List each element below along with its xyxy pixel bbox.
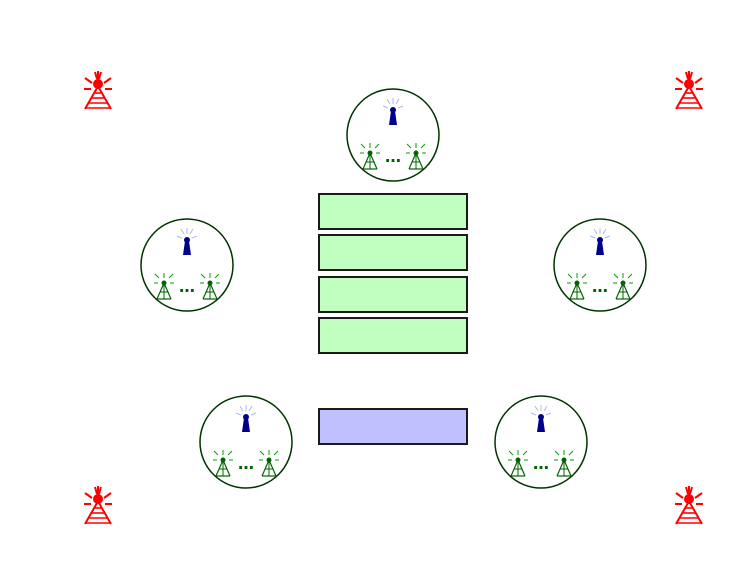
cluster-boundary bbox=[199, 395, 293, 489]
blocks-layer bbox=[318, 193, 468, 445]
cluster-bottom-right: … bbox=[494, 395, 588, 489]
radio-tower-icon bbox=[84, 486, 112, 525]
ellipsis-label: … bbox=[238, 454, 254, 473]
cluster-boundary bbox=[140, 218, 234, 312]
cluster-middle-right: … bbox=[553, 218, 647, 312]
ellipsis-label: … bbox=[385, 147, 401, 166]
head-node-icon bbox=[176, 228, 198, 255]
queue-block bbox=[318, 234, 468, 271]
queue-block bbox=[318, 193, 468, 230]
head-node-icon bbox=[382, 98, 404, 125]
ellipsis-label: … bbox=[592, 277, 608, 296]
antenna-tower-icon bbox=[154, 273, 174, 300]
main-towers-layer bbox=[84, 71, 703, 525]
radio-tower-icon bbox=[675, 486, 703, 525]
antenna-tower-icon bbox=[200, 273, 220, 300]
antenna-tower-icon bbox=[259, 450, 279, 477]
head-node-icon bbox=[235, 405, 257, 432]
radio-tower-icon bbox=[675, 71, 703, 110]
cluster-bottom-left: … bbox=[199, 395, 293, 489]
radio-tower-icon bbox=[84, 71, 112, 110]
antenna-tower-icon bbox=[213, 450, 233, 477]
cluster-boundary bbox=[494, 395, 588, 489]
antenna-tower-icon bbox=[508, 450, 528, 477]
antenna-tower-icon bbox=[613, 273, 633, 300]
extra-block bbox=[318, 408, 468, 445]
antenna-tower-icon bbox=[360, 143, 380, 170]
antenna-tower-icon bbox=[406, 143, 426, 170]
ellipsis-label: … bbox=[533, 454, 549, 473]
cluster-top-center: … bbox=[346, 88, 440, 182]
clusters-layer: … … … … … bbox=[140, 88, 647, 489]
cluster-boundary bbox=[346, 88, 440, 182]
cluster-middle-left: … bbox=[140, 218, 234, 312]
queue-block bbox=[318, 317, 468, 354]
queue-block bbox=[318, 276, 468, 313]
antenna-tower-icon bbox=[567, 273, 587, 300]
cluster-boundary bbox=[553, 218, 647, 312]
antenna-tower-icon bbox=[554, 450, 574, 477]
head-node-icon bbox=[589, 228, 611, 255]
ellipsis-label: … bbox=[179, 277, 195, 296]
head-node-icon bbox=[530, 405, 552, 432]
